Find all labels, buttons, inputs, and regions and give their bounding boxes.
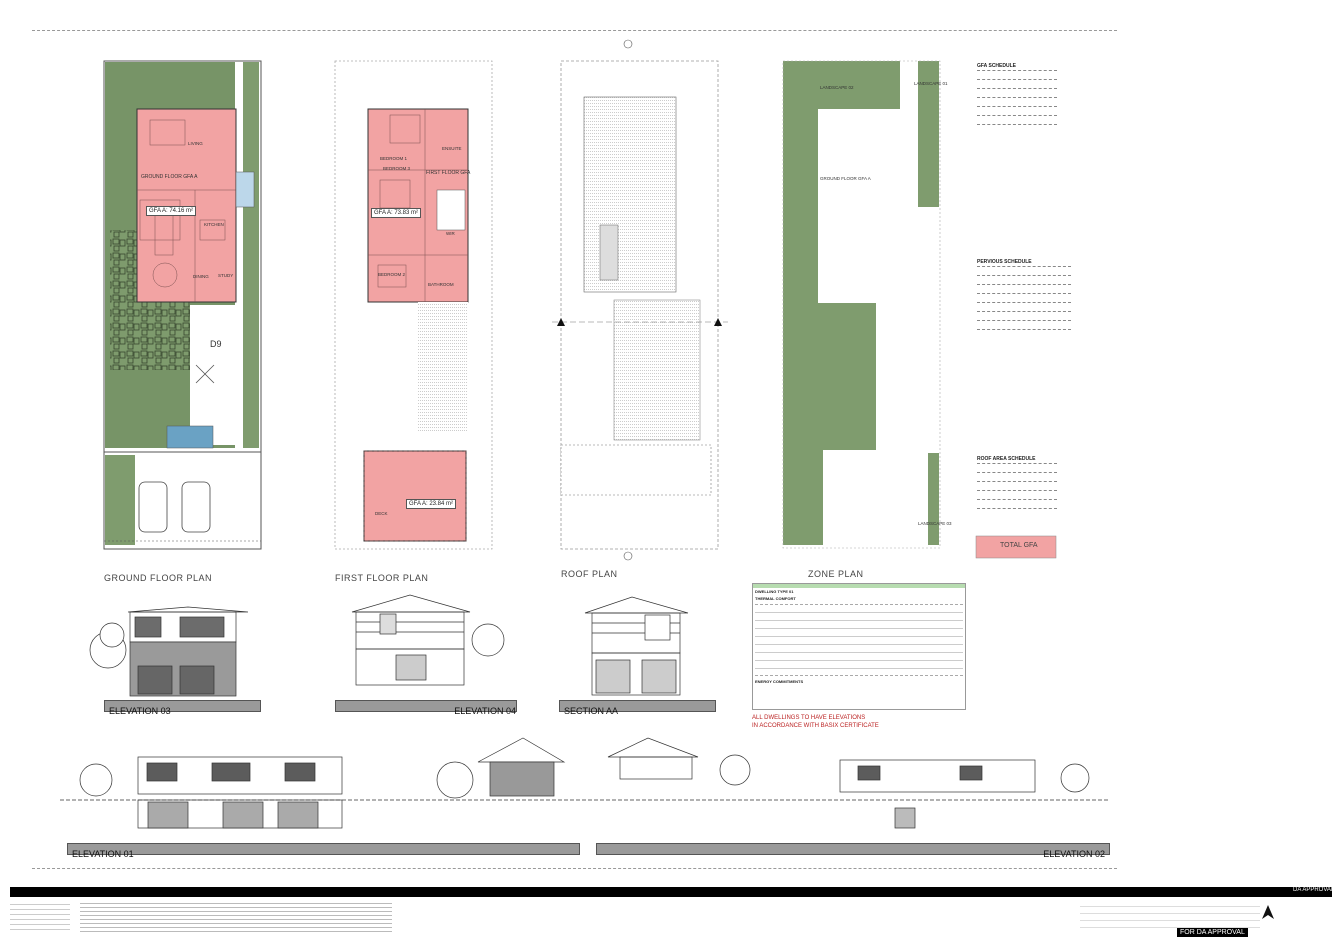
basix-table-body: [755, 604, 963, 676]
zone-ground-floor-a: GROUND FLOOR GFA A: [820, 176, 871, 181]
gfa-schedule-row: [977, 89, 1057, 98]
elevation-03-band: ELEVATION 03: [104, 700, 261, 716]
roof-area-schedule: ROOF AREA SCHEDULE: [977, 455, 1057, 509]
room-bedroom-2: BEDROOM 2: [378, 272, 406, 277]
roof-plan: [552, 39, 728, 561]
basix-commitments-table: DWELLING TYPE 01 THERMAL COMFORT ENERGY …: [752, 583, 966, 710]
zone-landscape-02: LANDSCAPE 02: [820, 85, 854, 90]
basix-note-line-2: IN ACCORDANCE WITH BASIX CERTIFICATE: [752, 723, 879, 729]
driveway-label: D9: [210, 339, 222, 349]
zone-plan-title: ZONE PLAN: [808, 569, 864, 579]
section-aa-band: SECTION AA: [559, 700, 716, 716]
gfa-schedule: GFA SCHEDULE: [977, 62, 1057, 125]
ground-gfa-title: GROUND FLOOR GFA A: [141, 174, 198, 180]
room-living: LIVING: [188, 141, 203, 146]
ground-gfa-area-label: GFA A: 74.16 m²: [146, 206, 197, 216]
da-approval-stamp: FOR DA APPROVAL: [1177, 928, 1248, 937]
basix-dwelling-type: DWELLING TYPE 01: [755, 589, 794, 594]
section-aa-title: SECTION AA: [564, 706, 619, 716]
room-kitchen: KITCHEN: [204, 222, 224, 227]
elevation-02-band: ELEVATION 02: [596, 843, 1110, 859]
elevation-01-title: ELEVATION 01: [72, 849, 134, 859]
gfa-schedule-row: [977, 116, 1057, 125]
north-arrow-icon: [1262, 905, 1274, 919]
room-deck: DECK: [375, 511, 388, 516]
pervious-schedule-row: [977, 312, 1071, 321]
section-aa-drawing: [584, 596, 689, 696]
pervious-schedule-row: [977, 285, 1071, 294]
first-floor-plan: [334, 60, 493, 550]
elevation-03-drawing: [89, 606, 249, 697]
room-bedroom-1: BEDROOM 1: [380, 156, 408, 161]
zone-plan: [782, 60, 1057, 559]
total-gfa-label: TOTAL GFA: [1000, 542, 1038, 549]
pervious-schedule-row: [977, 294, 1071, 303]
elevation-01-02-drawing: [60, 737, 1110, 829]
roof-schedule-row: [977, 464, 1057, 473]
room-dining: DINING: [193, 274, 209, 279]
pervious-schedule-row: [977, 276, 1071, 285]
pervious-schedule-row: [977, 267, 1071, 276]
zone-landscape-03: LANDSCAPE 03: [918, 521, 952, 526]
room-ensuite: ENSUITE: [442, 146, 462, 151]
roof-schedule-title: ROOF AREA SCHEDULE: [977, 455, 1057, 464]
room-bedroom-3: BEDROOM 3: [383, 166, 411, 171]
room-wir: WIR: [446, 231, 455, 236]
elevation-01-band: ELEVATION 01: [67, 843, 580, 859]
title-block-notes: [80, 900, 392, 932]
room-study: STUDY: [218, 273, 234, 278]
elevation-03-title: ELEVATION 03: [109, 706, 171, 716]
basix-header-bar: [753, 584, 965, 588]
room-bathroom: BATHROOM: [428, 282, 454, 287]
pervious-schedule-row: [977, 321, 1071, 330]
bottom-border-line: [32, 868, 1117, 869]
gfa-schedule-row: [977, 80, 1057, 89]
first-floor-plan-title: FIRST FLOOR PLAN: [335, 573, 429, 583]
basix-note-line-1: ALL DWELLINGS TO HAVE ELEVATIONS: [752, 715, 866, 721]
elevation-04-title: ELEVATION 04: [454, 706, 516, 716]
roof-schedule-row: [977, 491, 1057, 500]
roof-schedule-row: [977, 500, 1057, 509]
roof-schedule-row: [977, 473, 1057, 482]
gfa-schedule-row: [977, 98, 1057, 107]
title-block-corner: DA APPROVAL: [1293, 887, 1335, 893]
first-gfa-area-label-2: GFA A: 23.84 m²: [406, 499, 457, 509]
elevation-04-band: ELEVATION 04: [335, 700, 517, 716]
gfa-schedule-title: GFA SCHEDULE: [977, 62, 1057, 71]
elevation-02-title: ELEVATION 02: [1043, 849, 1105, 859]
elevation-04-drawing: [351, 594, 505, 686]
zone-landscape-01: LANDSCAPE 01: [914, 81, 948, 86]
title-block-project-info: [1080, 900, 1260, 930]
basix-thermal-comfort: THERMAL COMFORT: [755, 596, 796, 601]
pervious-schedule: PERVIOUS SCHEDULE: [977, 258, 1071, 330]
pervious-schedule-title: PERVIOUS SCHEDULE: [977, 258, 1071, 267]
first-gfa-area-label: GFA A: 73.83 m²: [371, 208, 422, 218]
ground-floor-plan-title: GROUND FLOOR PLAN: [104, 573, 213, 583]
title-block-bar: [10, 887, 1332, 897]
gfa-schedule-row: [977, 107, 1057, 116]
basix-energy-commitments: ENERGY COMMITMENTS: [755, 679, 804, 684]
drawing-sheet: [60, 39, 1110, 829]
ground-floor-plan: [103, 60, 262, 550]
first-gfa-title: FIRST FLOOR GFA: [426, 170, 471, 176]
gfa-schedule-row: [977, 71, 1057, 80]
roof-plan-title: ROOF PLAN: [561, 569, 618, 579]
top-border-line: [32, 30, 1117, 31]
roof-schedule-row: [977, 482, 1057, 491]
title-block-left-notes: [10, 900, 70, 932]
pervious-schedule-row: [977, 303, 1071, 312]
